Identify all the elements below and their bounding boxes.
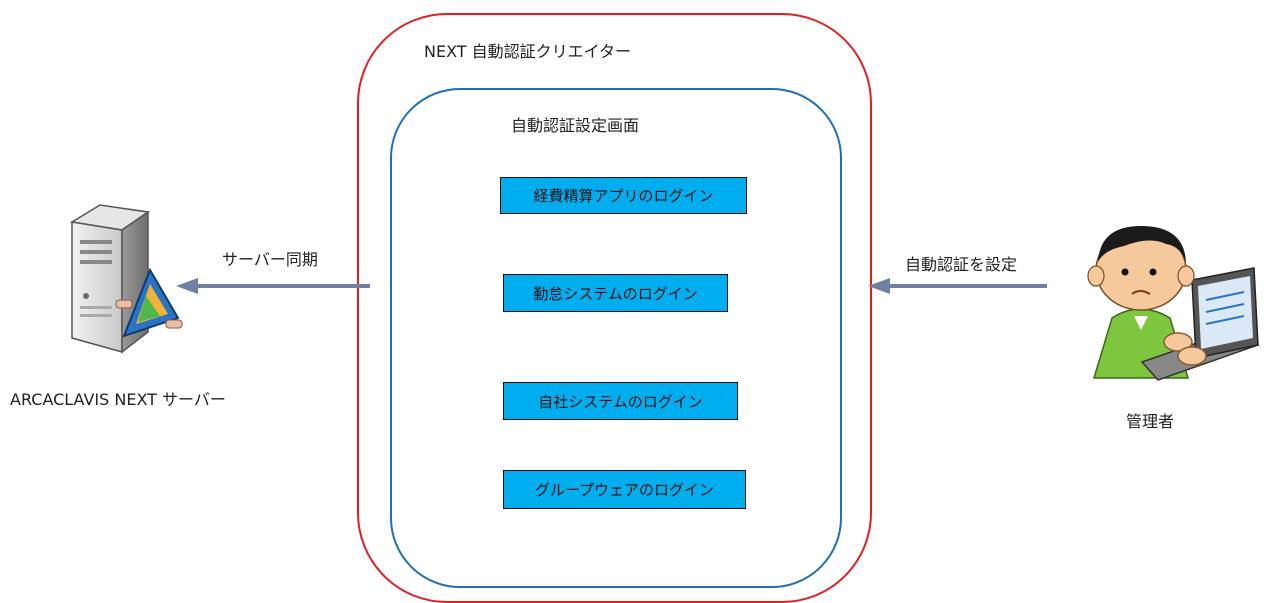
configure-label: 自動認証を設定 bbox=[905, 255, 1018, 274]
item-expense-login[interactable]: 経費精算アプリのログイン bbox=[500, 177, 747, 214]
sync-label: サーバー同期 bbox=[222, 250, 318, 269]
creator-title: NEXT 自動認証クリエイター bbox=[424, 42, 631, 61]
admin-with-laptop-icon bbox=[1087, 226, 1260, 381]
settings-screen-title: 自動認証設定画面 bbox=[511, 116, 640, 135]
admin-label: 管理者 bbox=[1126, 412, 1175, 431]
sync-arrow bbox=[176, 278, 370, 294]
item-groupware-login[interactable]: グループウェアのログイン bbox=[503, 470, 746, 509]
server-icon bbox=[69, 204, 183, 354]
configure-arrow bbox=[868, 278, 1047, 294]
arrows-layer bbox=[176, 278, 1047, 294]
server-label: ARCACLAVIS NEXT サーバー bbox=[10, 390, 226, 409]
item-attendance-login[interactable]: 勤怠システムのログイン bbox=[503, 274, 728, 312]
item-inhouse-login[interactable]: 自社システムのログイン bbox=[503, 382, 738, 420]
